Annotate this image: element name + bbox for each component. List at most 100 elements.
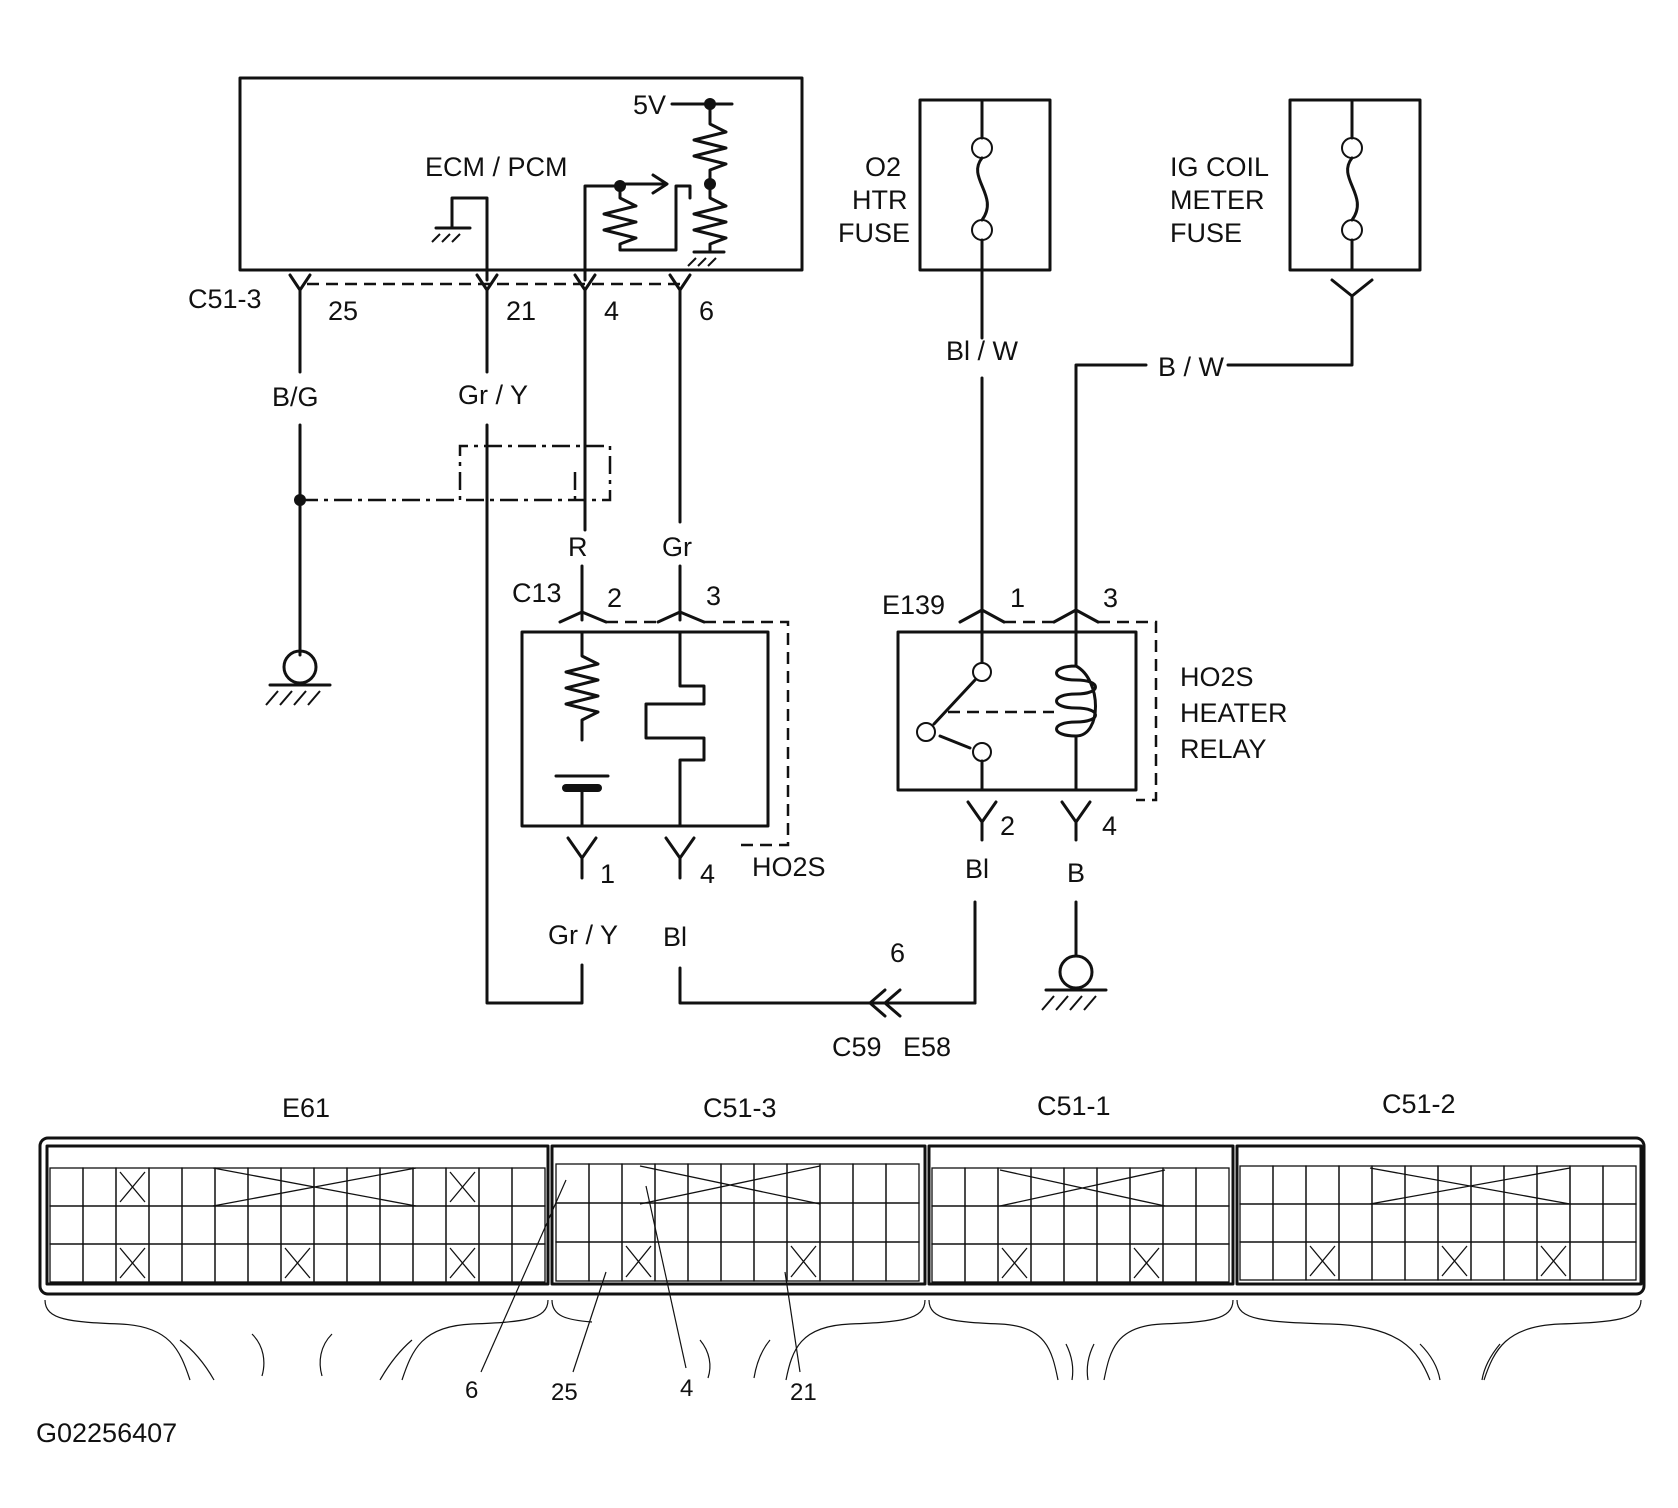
ground-symbol [265,649,332,706]
connector-cavity [1195,1205,1230,1245]
connector-cavity [654,1202,689,1243]
connector-cavity [753,1163,788,1204]
connector-cavity [379,1243,414,1283]
connector-cavity [964,1243,999,1283]
blocked-cavity-mark [449,1171,476,1203]
ecm-pin-25: 25 [328,296,358,326]
connector-cavity [49,1205,84,1245]
sensor-connector-label: C13 [512,578,562,608]
connector-cavity [511,1243,546,1283]
ecm-connector-c51-3: C51-3 25 21 4 6 [188,273,714,326]
sensor-pin-1: 1 [600,859,615,889]
sensor-label: HO2S [752,852,826,882]
connector-cavity [819,1241,854,1282]
connector-cavity [247,1205,282,1245]
connector-cavity [1536,1203,1571,1243]
connector-cavity [1096,1243,1131,1283]
inline-connector-c59: C59 [832,1032,882,1062]
connector-cavity [964,1205,999,1245]
relay-connector-label: E139 [882,590,945,620]
connector-cavity [49,1243,84,1283]
connector-cavity [181,1167,216,1207]
connector-cavity [621,1202,656,1243]
connector-cavity [852,1202,887,1243]
connector-cavity [1030,1205,1065,1245]
connector-cavity [786,1202,821,1243]
connector-cavity [1030,1243,1065,1283]
connector-cavity [1470,1241,1505,1281]
connector-cavity [852,1163,887,1204]
ecm-label: ECM / PCM [425,152,568,182]
connector-cavity [1239,1203,1274,1243]
connector-cavity [1404,1165,1439,1205]
connector-cavity [687,1163,722,1204]
blocked-cavity-mark [1001,1247,1028,1279]
figure-id: G02256407 [36,1418,177,1448]
connector-cavity [852,1241,887,1282]
wire-label-gry-bottom: Gr / Y [548,920,618,950]
connector-cavity [148,1205,183,1245]
o2-fuse-line-1: O2 [865,152,901,182]
connector-cavity [1338,1241,1373,1281]
connector-cavity [1569,1165,1604,1205]
connector-cavity [1063,1205,1098,1245]
connector-cavity [1305,1165,1340,1205]
pin-callout-25: 25 [551,1379,578,1406]
connector-cavity [588,1202,623,1243]
connector-cavity [555,1202,590,1243]
blocked-cavity-mark [449,1247,476,1279]
connector-cavity [313,1205,348,1245]
ig-fuse-line-1: IG COIL [1170,152,1269,182]
connector-cavity [1162,1167,1197,1207]
connector-cavity [1371,1241,1406,1281]
ho2s-sensor: R Gr C13 2 3 1 4 HO2S Gr / Y Bl [512,532,880,1005]
wire-label-r: R [568,532,588,562]
wire-label-bg: B/G [272,382,319,412]
locking-bar-mark [1369,1167,1571,1205]
connector-cavity [478,1243,513,1283]
pin-callout-4: 4 [680,1375,693,1402]
connector-cavity [280,1205,315,1245]
connector-cavity [885,1163,920,1204]
o2-heater-fuse: O2 HTR FUSE Bl / W [838,98,1052,612]
ecm-connector-label: C51-3 [188,284,262,314]
blocked-cavity-mark [790,1245,817,1278]
blocked-cavity-mark [1309,1245,1336,1277]
connector-cavity [346,1243,381,1283]
inline-connector: 6 C59 E58 [832,903,977,1062]
connector-cavity [885,1241,920,1282]
ho2s-heater-relay: E139 1 3 2 4 HO2S HEATER RELAY Bl B [882,583,1288,1005]
connector-cavity [82,1167,117,1207]
connector-cavity [1162,1243,1197,1283]
connector-cavity [1239,1241,1274,1281]
locking-bar-mark [212,1167,417,1207]
connector-cavity [1404,1241,1439,1281]
relay-ground-symbol [1041,954,1108,1011]
wire-label-blw: Bl / W [946,336,1019,366]
connector-cavity [313,1167,348,1207]
connector-cavity [819,1163,854,1204]
connector-cavity [931,1205,966,1245]
wire-label-gr: Gr [662,532,692,562]
connector-cavity [720,1202,755,1243]
connector-cavity [1404,1203,1439,1243]
connector-cavity [1437,1203,1472,1243]
connector-cavity [412,1167,447,1207]
wire-label-b: B [1067,858,1085,888]
connector-cavity [555,1241,590,1282]
connector-cavity [379,1205,414,1245]
connector-cavity [148,1167,183,1207]
relay-label-line-3: RELAY [1180,734,1267,764]
connector-cavity [1338,1203,1373,1243]
connector-cavity [478,1205,513,1245]
connector-cavity [964,1167,999,1207]
connector-cavity [82,1243,117,1283]
reference-voltage-label: 5V [633,90,666,120]
inline-connector-e58: E58 [903,1032,951,1062]
connector-cavity [511,1167,546,1207]
blocked-cavity-mark [1133,1247,1160,1279]
connector-cavity [1195,1167,1230,1207]
connector-cavity [412,1205,447,1245]
connector-cavity [181,1243,216,1283]
relay-label-line-1: HO2S [1180,662,1254,692]
